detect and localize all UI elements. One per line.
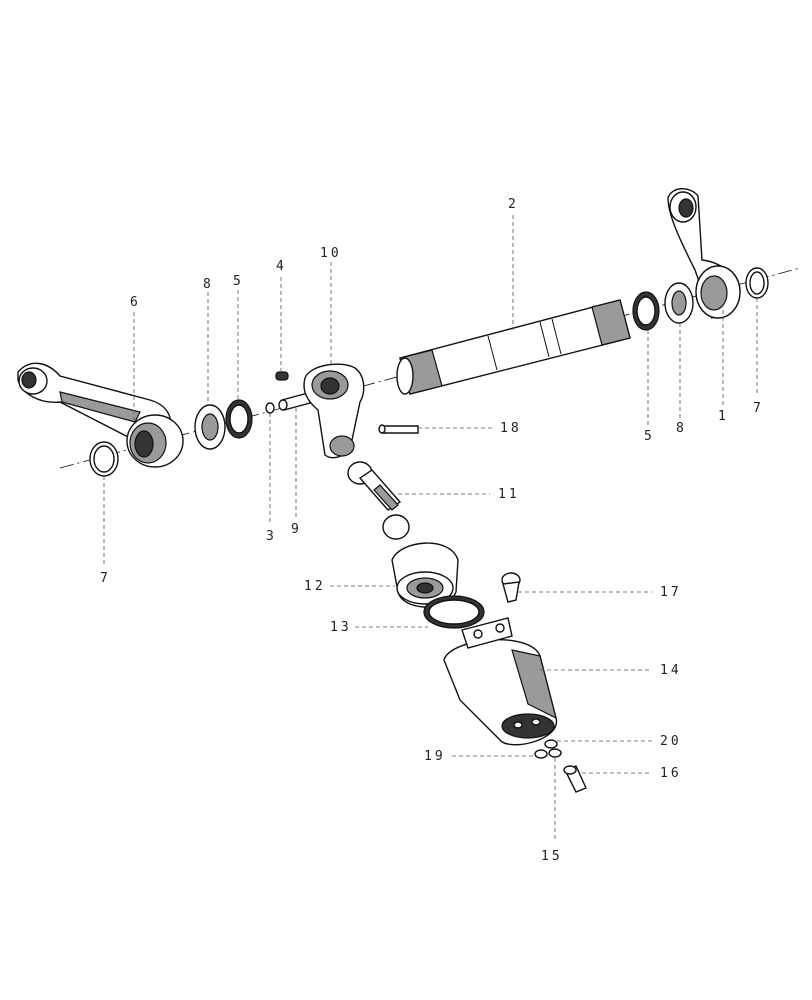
grease-nipple[interactable] bbox=[275, 371, 289, 381]
seal-left[interactable] bbox=[225, 399, 253, 439]
washer-20[interactable] bbox=[544, 739, 558, 749]
bolt-16[interactable] bbox=[563, 765, 587, 793]
callout-18: 18 bbox=[500, 421, 522, 436]
washer-right[interactable] bbox=[664, 282, 694, 324]
seal-right[interactable] bbox=[632, 291, 660, 331]
callout-11: 11 bbox=[498, 487, 520, 502]
lift-arm-left[interactable] bbox=[17, 362, 184, 468]
pin-bolt[interactable] bbox=[278, 392, 311, 411]
callout-4: 4 bbox=[276, 259, 287, 274]
callout-19: 19 bbox=[424, 749, 446, 764]
callout-16: 16 bbox=[660, 766, 682, 781]
callout-5b: 5 bbox=[644, 429, 655, 444]
socket-bolt[interactable] bbox=[501, 572, 521, 603]
callout-2: 2 bbox=[508, 197, 519, 212]
washer-15[interactable] bbox=[548, 748, 562, 758]
washer-19[interactable] bbox=[534, 749, 548, 759]
callout-3: 3 bbox=[266, 529, 277, 544]
callout-6: 6 bbox=[130, 295, 141, 310]
callout-5a: 5 bbox=[233, 274, 244, 289]
cylinder[interactable] bbox=[443, 617, 557, 746]
callout-15: 15 bbox=[541, 849, 563, 864]
callout-1: 1 bbox=[718, 409, 729, 424]
o-ring-small[interactable] bbox=[265, 402, 275, 414]
callout-14: 14 bbox=[660, 663, 682, 678]
snap-ring-left[interactable] bbox=[89, 441, 119, 477]
callout-17: 17 bbox=[660, 585, 682, 600]
snap-ring-right[interactable] bbox=[745, 267, 769, 299]
callout-20: 20 bbox=[660, 734, 682, 749]
callout-8b: 8 bbox=[676, 421, 687, 436]
callout-7b: 7 bbox=[753, 401, 764, 416]
callout-12: 12 bbox=[304, 579, 326, 594]
callout-8a: 8 bbox=[203, 277, 214, 292]
lift-arm-right[interactable] bbox=[667, 188, 741, 320]
shaft-axis-line bbox=[59, 267, 801, 469]
callout-10: 10 bbox=[320, 246, 342, 261]
callout-13: 13 bbox=[330, 620, 352, 635]
washer-left[interactable] bbox=[194, 404, 226, 450]
lever-housing[interactable] bbox=[303, 363, 365, 459]
callout-9: 9 bbox=[291, 522, 302, 537]
piston[interactable] bbox=[391, 542, 459, 608]
splined-shaft[interactable] bbox=[396, 299, 631, 395]
callout-7a: 7 bbox=[100, 571, 111, 586]
connecting-rod[interactable] bbox=[347, 461, 410, 540]
roll-pin[interactable] bbox=[378, 424, 419, 434]
piston-ring[interactable] bbox=[423, 595, 485, 629]
